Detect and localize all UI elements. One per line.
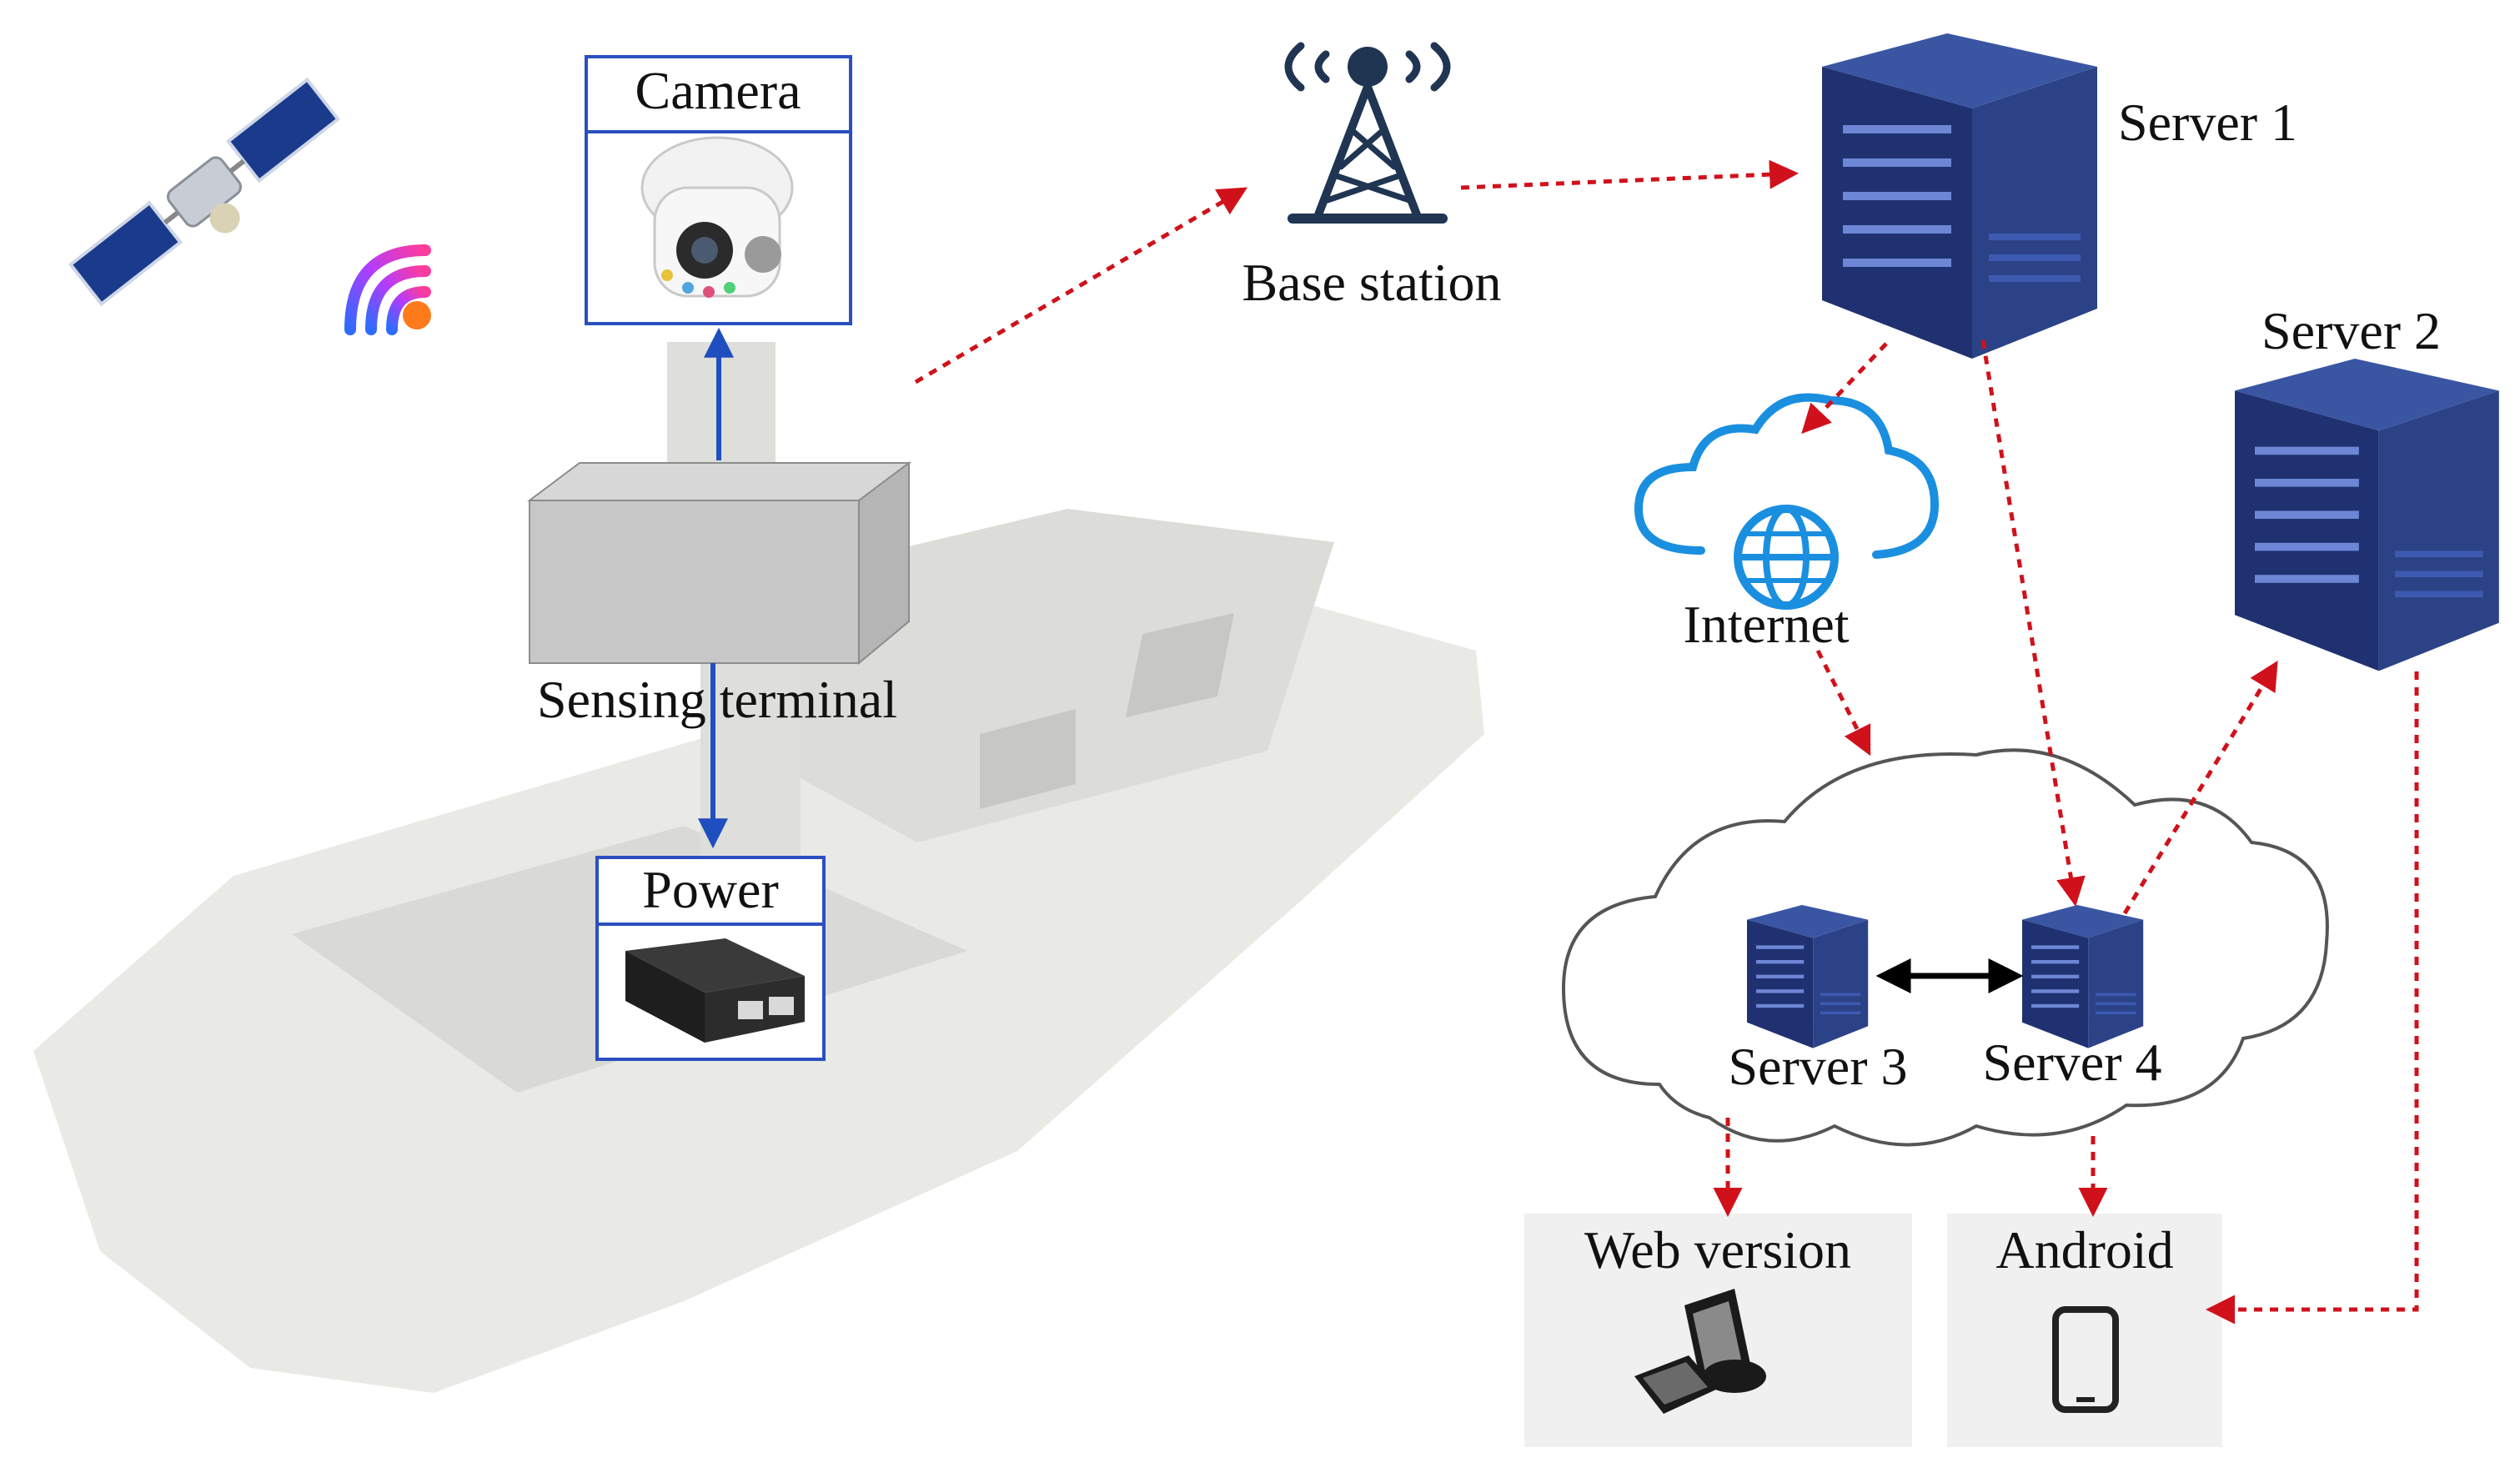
base-station-label: Base station — [1242, 253, 1501, 312]
server4-icon — [2022, 905, 2144, 1048]
internet-to-cloud-link — [1815, 649, 1871, 757]
server4-to-server2-link — [2122, 661, 2278, 915]
antenna-tower-icon — [1284, 42, 1451, 224]
server2-label: Server 2 — [2261, 301, 2441, 360]
satellite-icon — [68, 77, 341, 307]
desktop-computer-icon — [1634, 1289, 1766, 1414]
cloud-network-outline — [1561, 748, 2329, 1147]
terminal-to-base-station-link — [914, 187, 1248, 385]
server2-to-android-link — [2206, 671, 2419, 1325]
globe-cloud-icon — [1634, 393, 1940, 610]
power-label: Power — [642, 860, 779, 919]
server2-icon — [2235, 359, 2499, 671]
server1-label: Server 1 — [2118, 93, 2297, 152]
android-label: Android — [1995, 1220, 2173, 1279]
smartphone-icon — [2052, 1306, 2119, 1413]
server1-icon — [1822, 33, 2097, 359]
server3-icon — [1747, 905, 1869, 1048]
camera-label: Camera — [635, 61, 801, 120]
server1-to-internet-link — [1801, 342, 1888, 435]
internet-label: Internet — [1684, 595, 1850, 654]
server3-label: Server 3 — [1728, 1037, 1907, 1096]
web-version-panel: Web version — [1524, 1214, 1912, 1447]
web-version-label: Web version — [1584, 1220, 1851, 1279]
ptz-camera-icon — [640, 136, 794, 298]
camera-box: Camera — [585, 55, 852, 325]
network-links — [914, 159, 2419, 1325]
sensing-terminal-box — [527, 461, 911, 666]
poe-injector-icon — [625, 938, 805, 1043]
android-panel: Android — [1947, 1214, 2222, 1447]
base-station-to-server1-link — [1460, 159, 1799, 190]
sensing-terminal-label: Sensing terminal — [537, 670, 897, 729]
wireless-signal-icon — [344, 244, 431, 335]
power-box: Power — [595, 856, 826, 1061]
server4-label: Server 4 — [1982, 1033, 2161, 1092]
